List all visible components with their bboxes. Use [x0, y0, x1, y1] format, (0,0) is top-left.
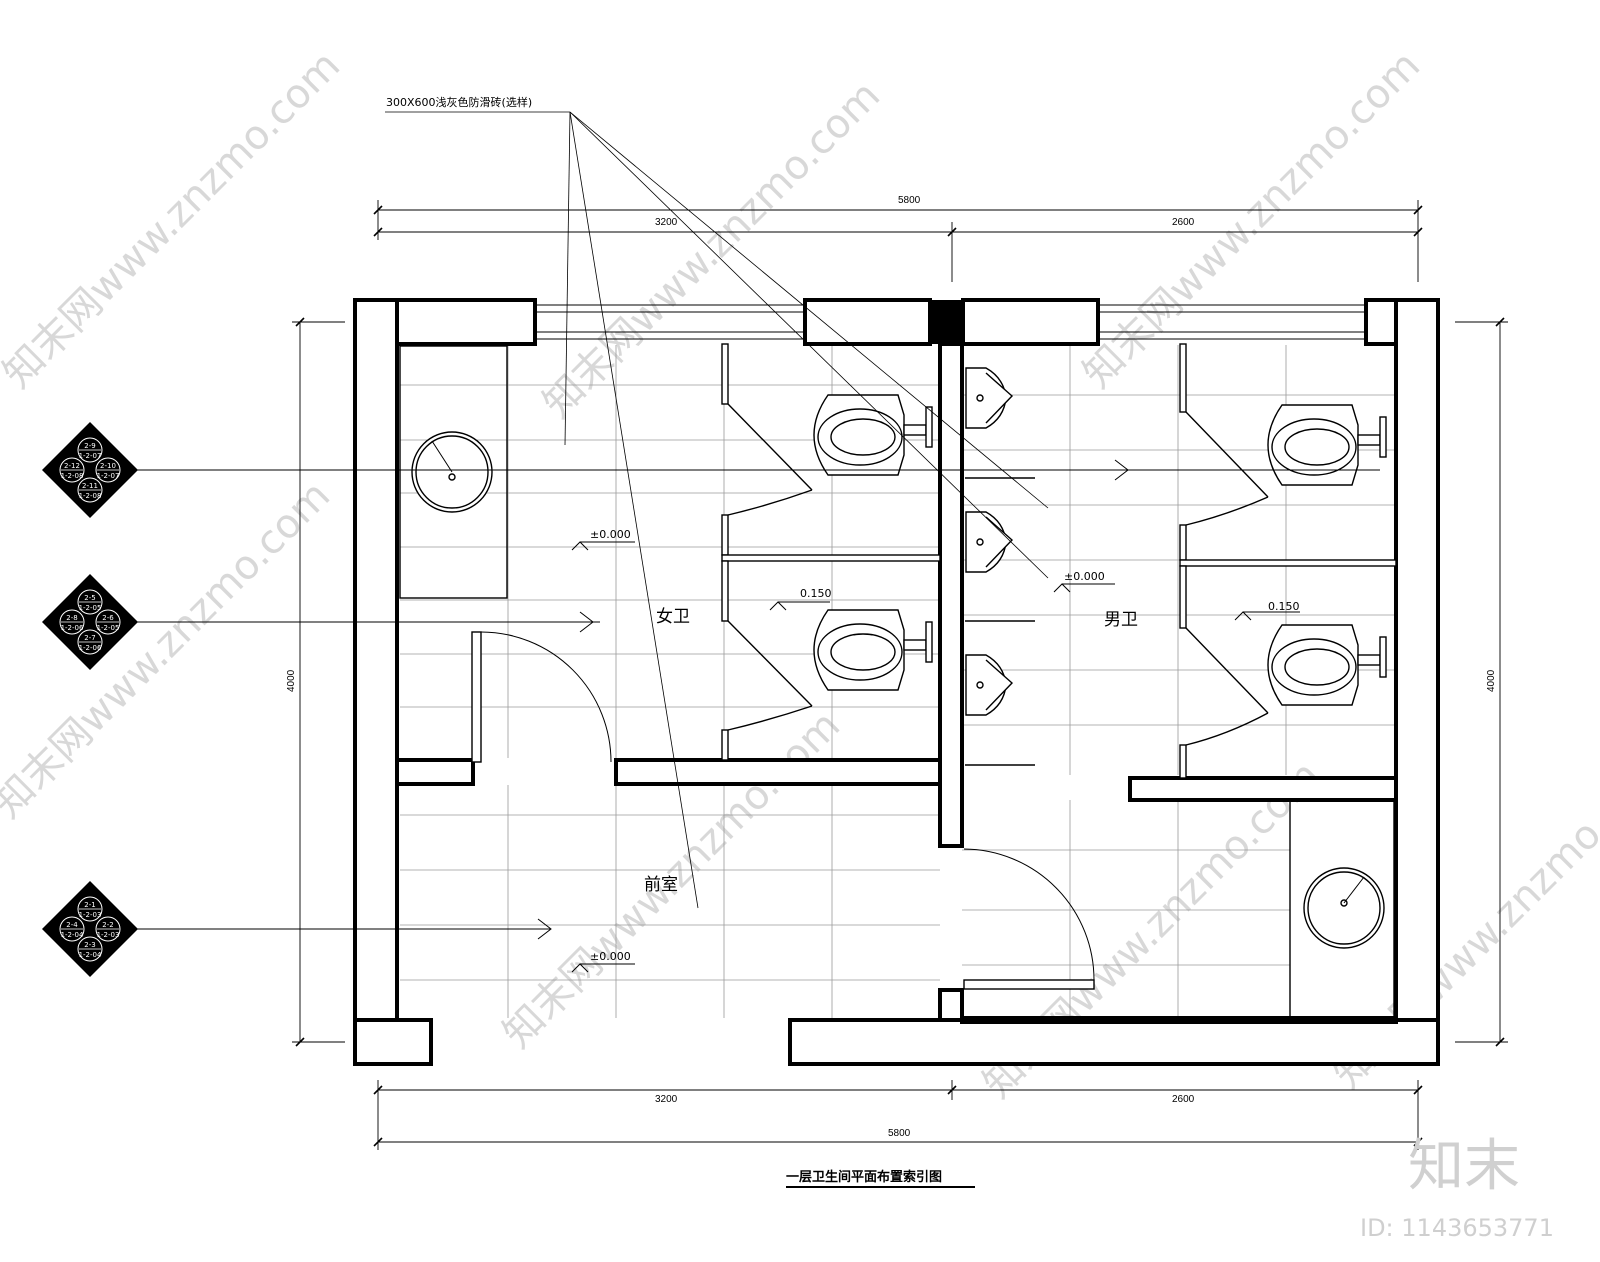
index-sheet-number: 2-6: [102, 614, 114, 622]
dim-left-height: 4000: [286, 669, 297, 692]
dim-bottom-right: 2600: [1172, 1094, 1195, 1105]
index-sheet-number: 2-3: [84, 941, 95, 949]
room-label-anteroom: 前室: [644, 875, 678, 895]
washbasin: [411, 431, 493, 513]
level-men-stall: 0.150: [1268, 600, 1300, 613]
index-sheet-number: 2-8: [66, 614, 77, 622]
watermark-id: ID: 1143653771: [1360, 1214, 1554, 1242]
squat-toilet: [813, 394, 933, 476]
squat-toilet: [1267, 404, 1387, 486]
index-sheet-number: 2-5: [84, 594, 95, 602]
watermark-brand: 知末: [1408, 1134, 1520, 1199]
dim-right-height: 4000: [1486, 669, 1497, 692]
dim-bottom-total: 5800: [888, 1128, 911, 1139]
index-sheet-number: 2-2: [102, 921, 113, 929]
urinal: [965, 367, 1014, 429]
index-sheet-number: 2-7: [84, 634, 95, 642]
index-sheet-number: 2-9: [84, 442, 95, 450]
index-drawing-number: 1-2-05: [79, 604, 102, 612]
stall-partitions: [399, 343, 1397, 1019]
squat-toilet: [1267, 624, 1387, 706]
doors: [471, 631, 1095, 990]
walls: [353, 298, 1440, 1066]
dim-top-left: 3200: [655, 217, 678, 228]
index-sheet-number: 2-1: [84, 901, 95, 909]
squat-toilet: [813, 609, 933, 691]
level-anteroom-floor: ±0.000: [590, 950, 631, 963]
index-sheet-number: 2-12: [64, 462, 80, 470]
index-drawing-number: 1-2-06: [79, 644, 102, 652]
index-symbol: 2-9 1-2-07 2-12 1-2-08 2-10 1-2-07 2-11 1-2-08: [42, 422, 138, 518]
index-symbol: 2-11-2-032-41-2-042-21-2-032-31-2-04: [42, 881, 138, 977]
dim-top-right: 2600: [1172, 217, 1195, 228]
watermark-layer: 知末网www.znzmo.com 知末网www.znzmo.com 知末网www…: [0, 43, 1600, 1108]
index-drawing-number: 1-2-04: [61, 931, 84, 939]
room-label-men: 男卫: [1104, 610, 1138, 630]
room-label-women: 女卫: [656, 607, 690, 627]
index-drawing-number: 1-2-07: [79, 452, 102, 460]
index-sheet-number: 2-4: [66, 921, 78, 929]
material-note: 300X600浅灰色防滑砖(选样): [386, 95, 532, 109]
dimensions: [292, 200, 1508, 1150]
index-drawing-number: 1-2-06: [61, 624, 84, 632]
index-sheet-number: 2-10: [100, 462, 116, 470]
index-drawing-number: 1-2-03: [97, 931, 120, 939]
index-drawing-number: 1-2-07: [97, 472, 120, 480]
washbasin: [1303, 867, 1385, 949]
leader-lines: [385, 111, 1049, 909]
dim-top-total: 5800: [898, 195, 921, 206]
index-drawing-number: 1-2-04: [79, 951, 102, 959]
index-symbol: 2-51-2-052-81-2-062-61-2-052-71-2-06: [42, 574, 138, 670]
watermark-text: 知末网www.znzmo.com: [0, 473, 339, 828]
level-women-stall: 0.150: [800, 587, 832, 600]
drawing-title: 一层卫生间平面布置索引图: [786, 1169, 942, 1185]
index-diamond: [42, 422, 138, 518]
index-drawing-number: 1-2-08: [61, 472, 84, 480]
index-drawing-number: 1-2-03: [79, 911, 102, 919]
fixtures: [411, 367, 1387, 949]
urinal: [965, 654, 1014, 716]
index-sheet-number: 2-11: [82, 482, 98, 490]
index-drawing-number: 1-2-05: [97, 624, 120, 632]
dim-bottom-left: 3200: [655, 1094, 678, 1105]
index-drawing-number: 1-2-08: [79, 492, 102, 500]
index-diamond: [42, 881, 138, 977]
level-men-floor: ±0.000: [1064, 570, 1105, 583]
watermark-text: 知末网www.znzmo.com: [0, 43, 349, 398]
level-marks: [571, 541, 1300, 973]
level-women-floor: ±0.000: [590, 528, 631, 541]
index-symbols: [135, 459, 1380, 940]
index-diamond: [42, 574, 138, 670]
